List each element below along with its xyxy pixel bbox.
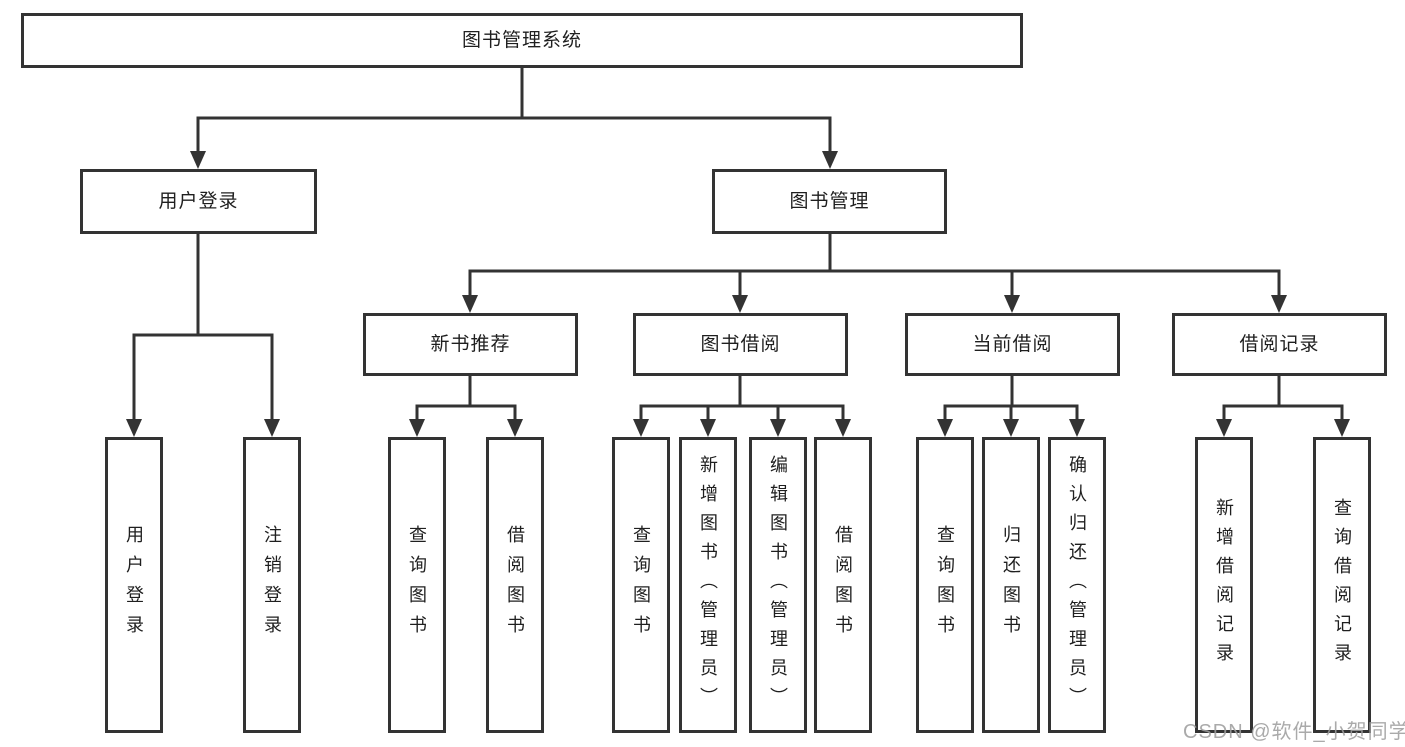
leaf-confirm-return-admin: 确认归还（管理员）: [1048, 437, 1106, 733]
leaf-query-books-current: 查询图书: [916, 437, 974, 733]
arrowhead: [1069, 419, 1085, 437]
node-user-login: 用户登录: [80, 169, 317, 234]
arrowhead: [507, 419, 523, 437]
arrowhead: [409, 419, 425, 437]
leaf-add-books-admin: 新增图书（管理员）: [679, 437, 737, 733]
connector-records-to-leaves: [1222, 376, 1344, 420]
arrowhead: [835, 419, 851, 437]
leaf-query-borrow-record: 查询借阅记录: [1313, 437, 1371, 733]
connector-userlogin-to-leaves: [132, 234, 274, 420]
node-borrowing-records: 借阅记录: [1172, 313, 1387, 376]
leaf-query-books-recommend: 查询图书: [388, 437, 446, 733]
arrowhead: [1003, 419, 1019, 437]
leaf-query-books-borrow: 查询图书: [612, 437, 670, 733]
arrowhead: [633, 419, 649, 437]
arrowhead: [700, 419, 716, 437]
leaf-user-login: 用户登录: [105, 437, 163, 733]
connector-borrow-to-leaves: [639, 376, 845, 420]
arrowhead: [1334, 419, 1350, 437]
arrowhead: [1216, 419, 1232, 437]
connector-current-to-leaves: [943, 376, 1079, 420]
leaf-add-borrow-record: 新增借阅记录: [1195, 437, 1253, 733]
arrowhead: [190, 151, 206, 169]
node-book-borrowing: 图书借阅: [633, 313, 848, 376]
leaf-logout: 注销登录: [243, 437, 301, 733]
node-new-book-recommendation: 新书推荐: [363, 313, 578, 376]
arrowhead: [822, 151, 838, 169]
arrowhead: [126, 419, 142, 437]
leaf-edit-books-admin: 编辑图书（管理员）: [749, 437, 807, 733]
node-book-management: 图书管理: [712, 169, 947, 234]
node-root-system: 图书管理系统: [21, 13, 1023, 68]
connector-bookmgmt-to-level3: [468, 234, 1281, 296]
connector-root-to-level2: [196, 68, 832, 152]
leaf-borrow-books-recommend: 借阅图书: [486, 437, 544, 733]
connector-newbook-to-leaves: [415, 376, 517, 420]
csdn-watermark: CSDN @软件_小贺同学: [1183, 721, 1405, 743]
leaf-borrow-books: 借阅图书: [814, 437, 872, 733]
arrowhead: [264, 419, 280, 437]
arrowhead: [732, 295, 748, 313]
node-current-borrowing: 当前借阅: [905, 313, 1120, 376]
arrowhead: [462, 295, 478, 313]
arrowhead: [770, 419, 786, 437]
arrowhead: [1271, 295, 1287, 313]
arrowhead: [1004, 295, 1020, 313]
leaf-return-books: 归还图书: [982, 437, 1040, 733]
arrowhead: [937, 419, 953, 437]
